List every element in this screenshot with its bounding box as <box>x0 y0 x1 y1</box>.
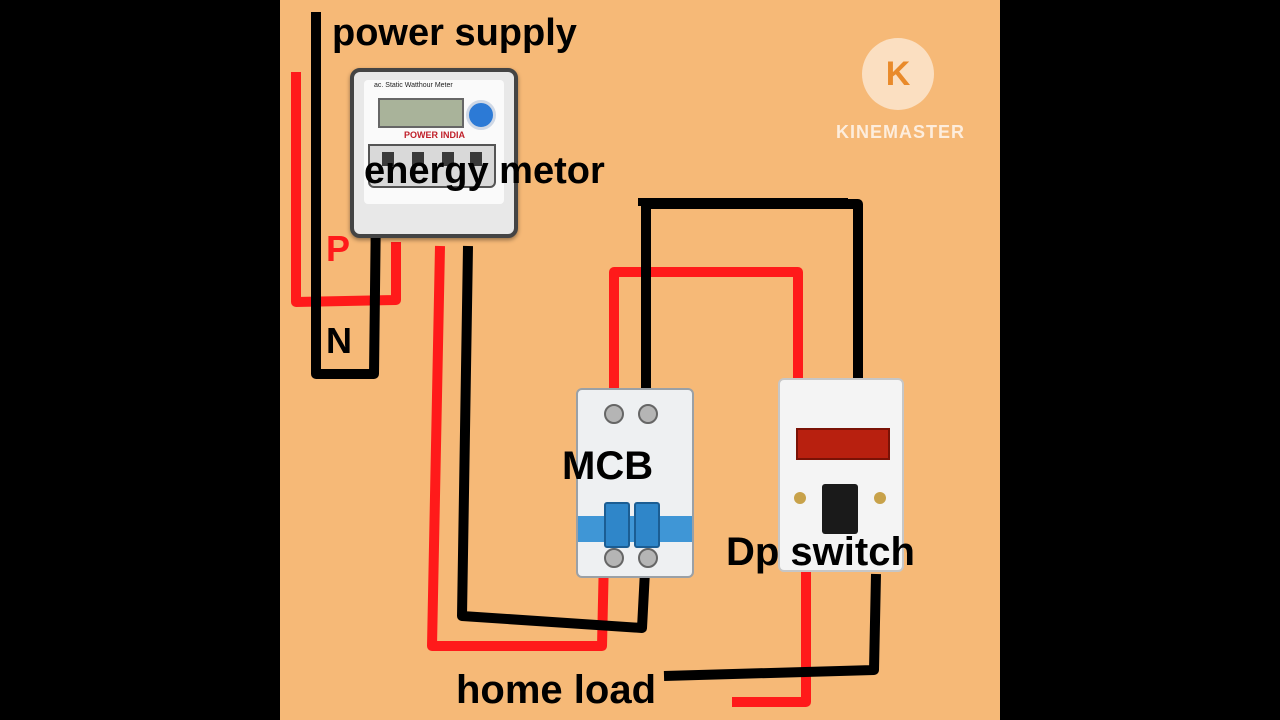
diagram-canvas: ac. Static Watthour Meter POWER INDIA Sr… <box>280 0 1000 720</box>
home-load-label: home load <box>456 668 657 712</box>
neutral-label: N <box>326 320 352 361</box>
meter-lcd-display <box>378 98 464 128</box>
dp-switch-label: Dp switch <box>726 530 915 574</box>
meter-terminal <box>382 152 394 166</box>
neutral-dp-to-load-wire <box>663 573 881 681</box>
dp-switch-indicator-lamp <box>796 428 890 460</box>
mcb-toggle <box>604 502 630 548</box>
mcb-top-screw-icon <box>604 404 624 424</box>
mcb-top-screw-icon <box>638 404 658 424</box>
energy-meter-label: energy metor <box>364 150 605 192</box>
mcb-bottom-screw-icon <box>638 548 658 568</box>
watermark-text: KINEMASTER <box>836 122 966 142</box>
meter-brand: POWER INDIA <box>404 130 466 140</box>
mcb-bottom-screw-icon <box>604 548 624 568</box>
neutral-supply-wire <box>311 12 381 379</box>
meter-terminal-block <box>368 144 496 188</box>
phase-dp-to-load-wire <box>732 572 811 707</box>
dp-switch-device <box>778 378 904 572</box>
phase-meter-to-mcb-wire <box>427 245 609 651</box>
dp-screw-icon <box>874 492 886 504</box>
kinemaster-logo-icon: K <box>862 38 934 110</box>
phase-supply-wire <box>291 72 401 307</box>
mcb-device <box>576 388 694 578</box>
phase-label: P <box>326 228 351 269</box>
meter-terminal <box>412 152 424 166</box>
phase-mcb-to-dp-wire <box>609 267 803 410</box>
power-supply-label: power supply <box>332 12 577 54</box>
meter-dial-icon <box>466 100 496 130</box>
wiring <box>291 12 881 707</box>
meter-title: ac. Static Watthour Meter <box>374 82 453 89</box>
logo-letter: K <box>885 55 911 93</box>
dp-screw-icon <box>794 492 806 504</box>
dp-switch-rocker <box>822 484 858 534</box>
neutral-meter-to-mcb-wire <box>457 245 651 633</box>
meter-terminal <box>442 152 454 166</box>
mcb-label: MCB <box>562 444 654 488</box>
meter-terminal <box>470 152 482 166</box>
energy-meter: ac. Static Watthour Meter POWER INDIA Sr… <box>350 68 518 238</box>
mcb-toggle <box>634 502 660 548</box>
